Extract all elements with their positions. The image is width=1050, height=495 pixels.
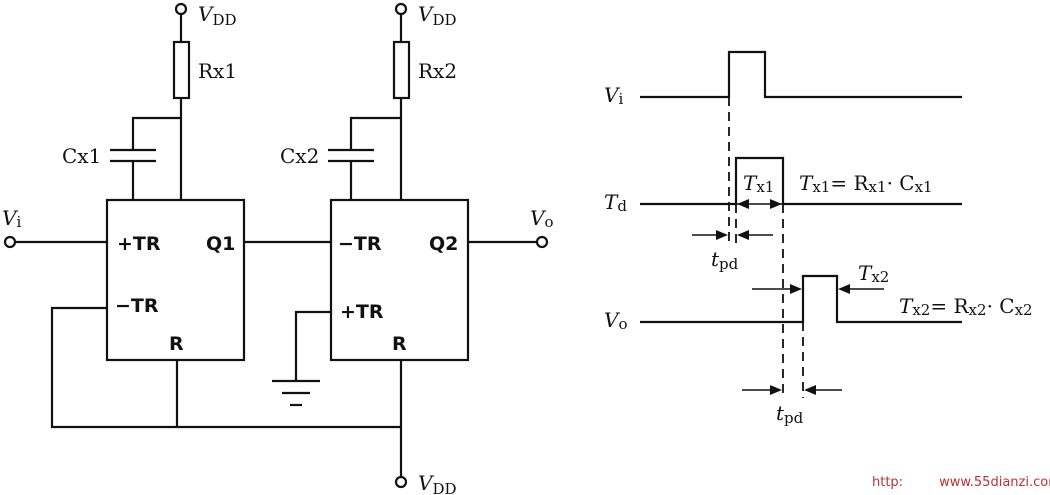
input-terminal: [3, 235, 17, 249]
tx2-arrow-right: [790, 284, 802, 294]
tpd1-arrow-right: [716, 230, 728, 240]
input-label: Vi: [2, 206, 21, 231]
resistor-rx1-label: Rx1: [198, 59, 237, 83]
timing-td-label: Td: [604, 190, 627, 215]
tpd2-arrow-left: [804, 385, 816, 395]
tpd1-arrow-left: [737, 230, 749, 240]
vdd-terminal-1: [174, 2, 188, 16]
capacitor-cx2-label: Cx2: [280, 144, 319, 168]
vdd-terminal-2: [394, 2, 408, 16]
ic2-pin-minus-tr: −TR: [338, 233, 382, 255]
vo-waveform: [640, 274, 962, 324]
resistor-rx1: [172, 40, 191, 100]
tx1-equation: Tx1= Rx1· Cx1: [799, 171, 933, 196]
ic2-pin-r: R: [392, 333, 407, 355]
timing-vo-label: Vo: [604, 308, 627, 333]
ic1-body: [105, 198, 246, 362]
vdd-label-bottom: VDD: [418, 471, 457, 495]
watermark: http:www.55dianzi.com: [872, 475, 1050, 490]
td-waveform: [640, 156, 962, 206]
ic2-body: [329, 198, 470, 362]
ic1-pin-q: Q1: [206, 233, 235, 255]
ic2-pin-q: Q2: [429, 233, 458, 255]
ic1-pin-plus-tr: +TR: [117, 233, 161, 255]
tpd2-arrow-right: [770, 385, 782, 395]
tx2-arrow-left: [838, 284, 850, 294]
timing-vi-label: Vi: [604, 83, 623, 108]
vdd-label-1: VDD: [198, 2, 237, 29]
tpd-label-2: tpd: [776, 401, 804, 427]
vdd-label-2: VDD: [418, 2, 457, 29]
ic1-pin-r: R: [169, 333, 184, 355]
tx1-label: Tx1: [743, 171, 774, 196]
output-terminal: [535, 235, 549, 249]
ic1-pin-minus-tr: −TR: [115, 295, 159, 317]
vi-waveform: [640, 50, 962, 99]
capacitor-cx1-label: Cx1: [62, 144, 101, 168]
tx1-arrow-left: [737, 199, 749, 209]
tx1-arrow-right: [770, 199, 782, 209]
output-label: Vo: [530, 206, 553, 231]
ic2-pin-plus-tr: +TR: [340, 301, 384, 323]
resistor-rx2: [392, 40, 411, 100]
vdd-terminal-bottom: [394, 475, 408, 489]
tx2-equation: Tx2= Rx2· Cx2: [899, 294, 1033, 319]
resistor-rx2-label: Rx2: [418, 59, 457, 83]
tpd-label-1: tpd: [711, 247, 739, 273]
tx2-label: Tx2: [858, 261, 889, 286]
